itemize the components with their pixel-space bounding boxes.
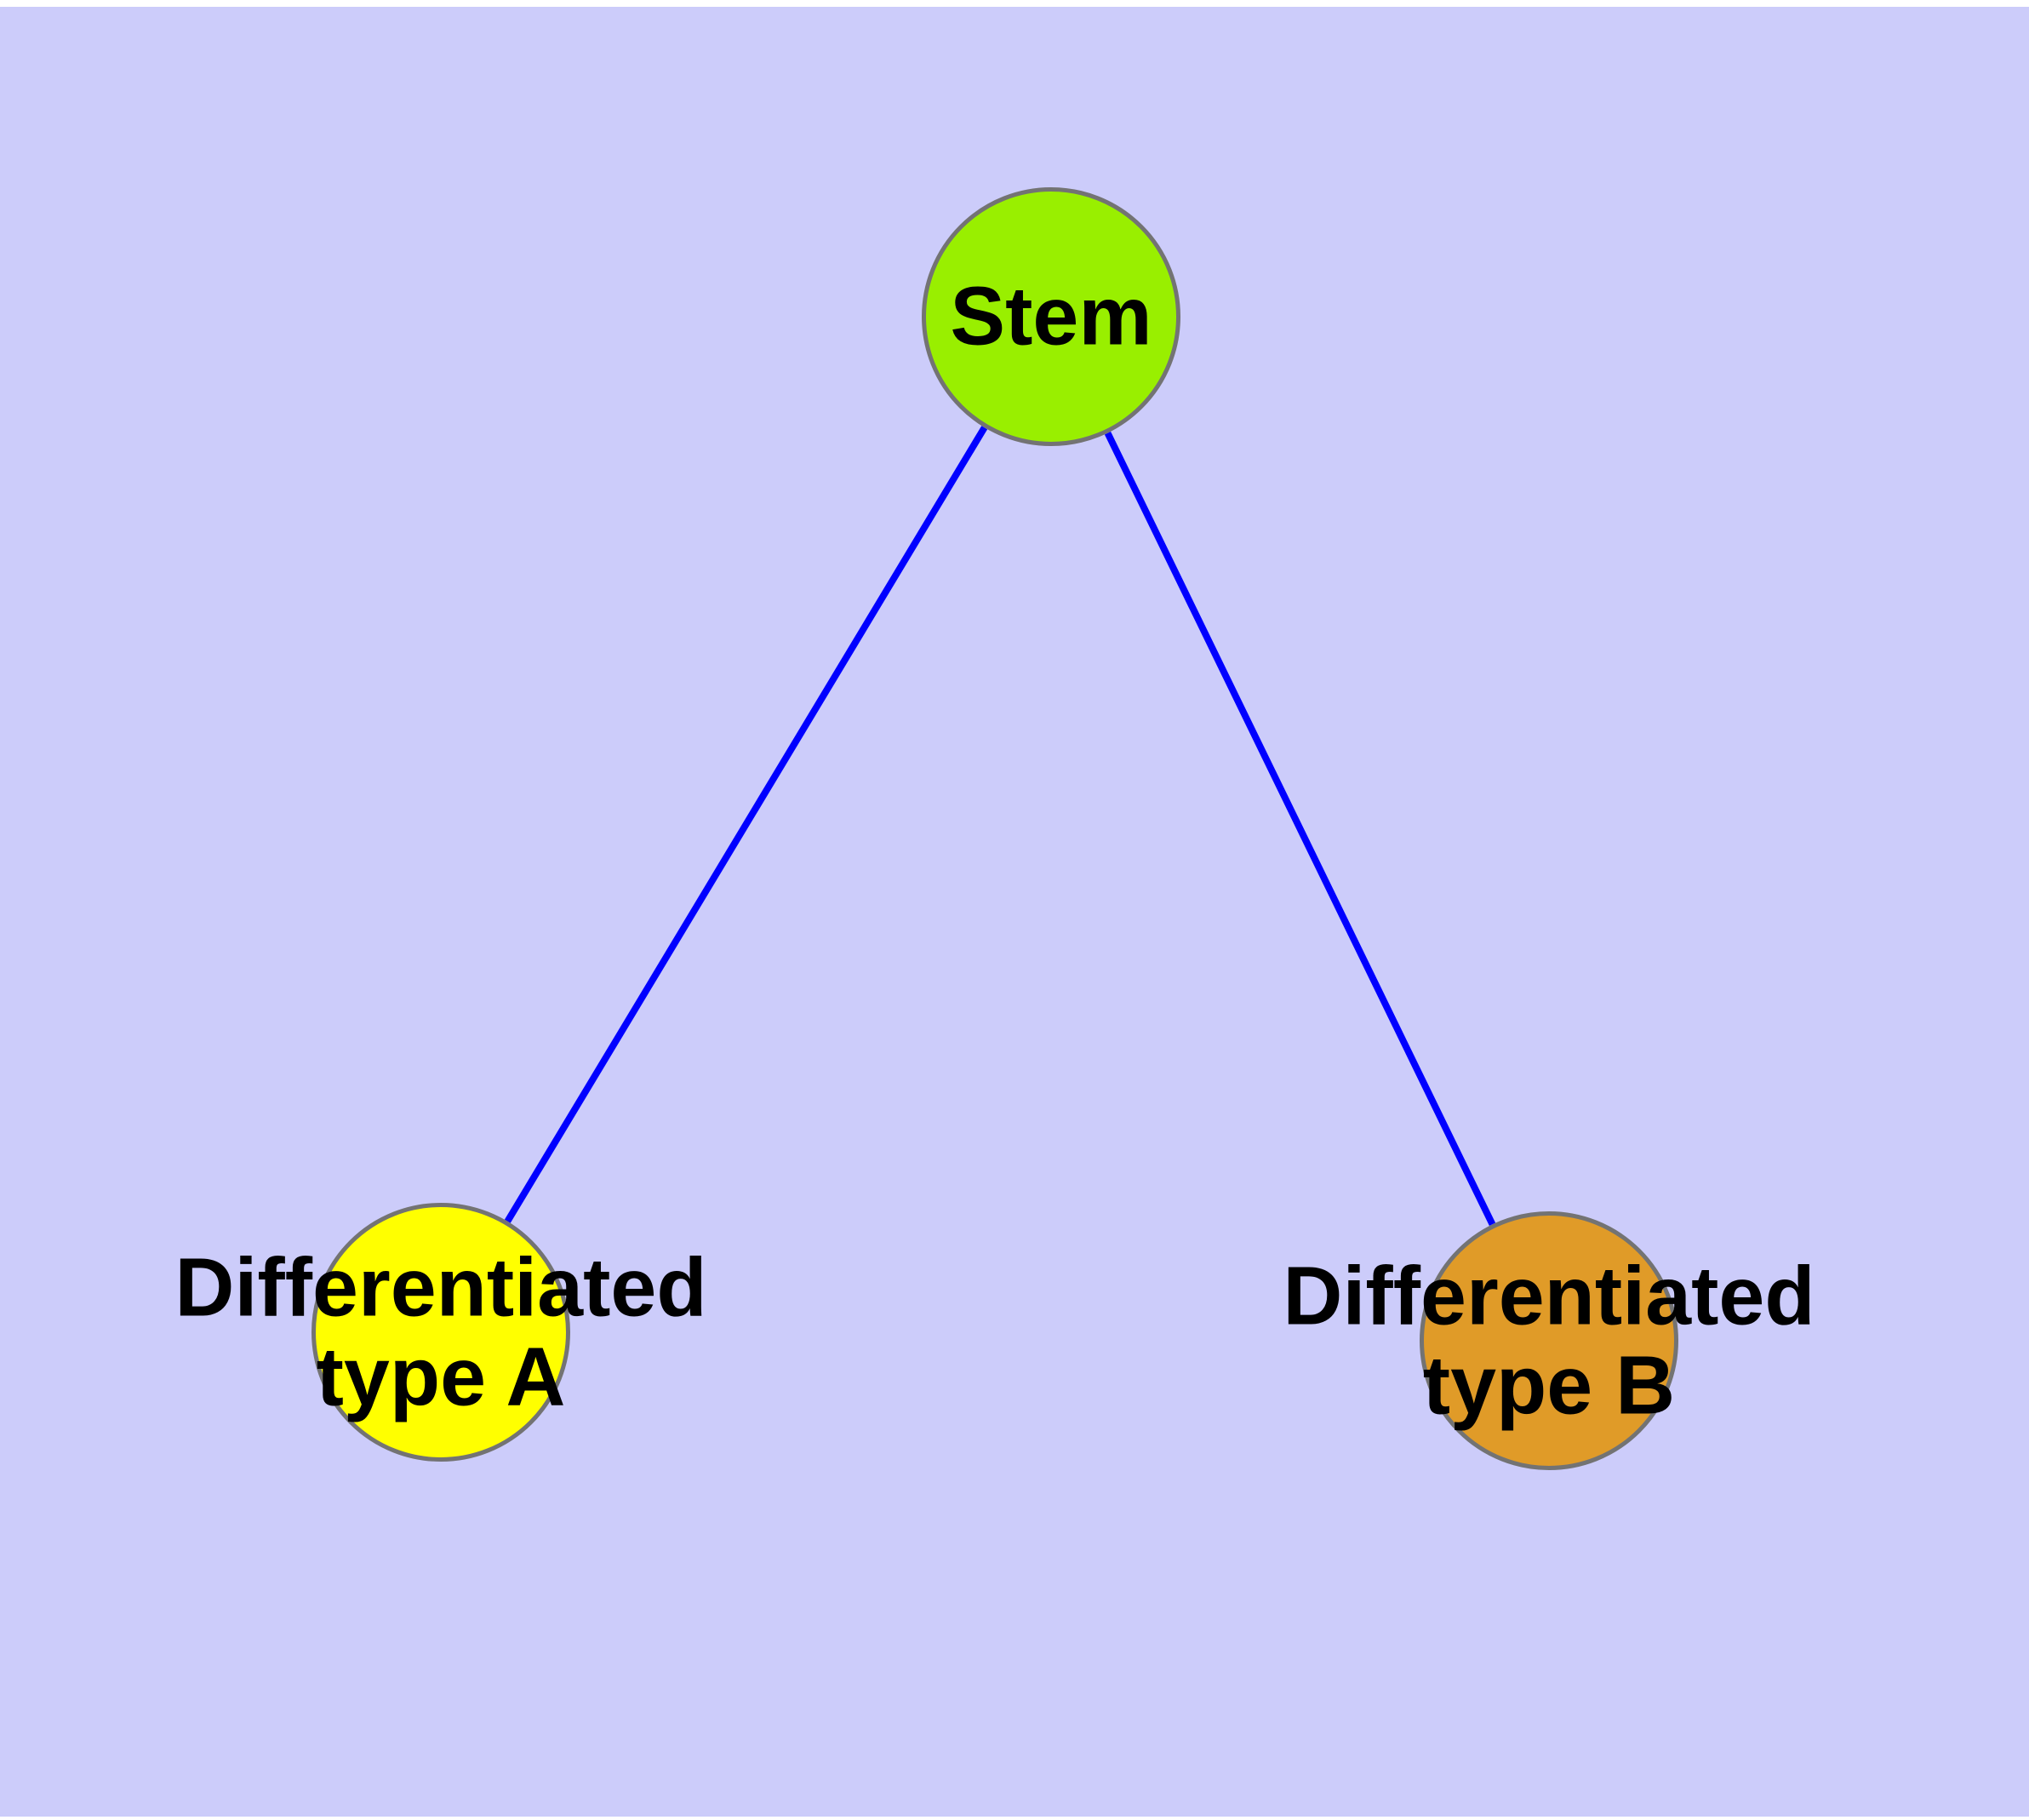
edge-stem-diff-b[interactable] [1104, 431, 1496, 1227]
edges-layer [504, 426, 1496, 1227]
graph-node-diff_a[interactable] [311, 1203, 570, 1462]
nodes-layer [311, 187, 1678, 1470]
graph-node-stem[interactable] [922, 187, 1180, 446]
graph-node-diff_b[interactable] [1420, 1211, 1678, 1470]
edge-stem-diff-a[interactable] [504, 426, 988, 1223]
